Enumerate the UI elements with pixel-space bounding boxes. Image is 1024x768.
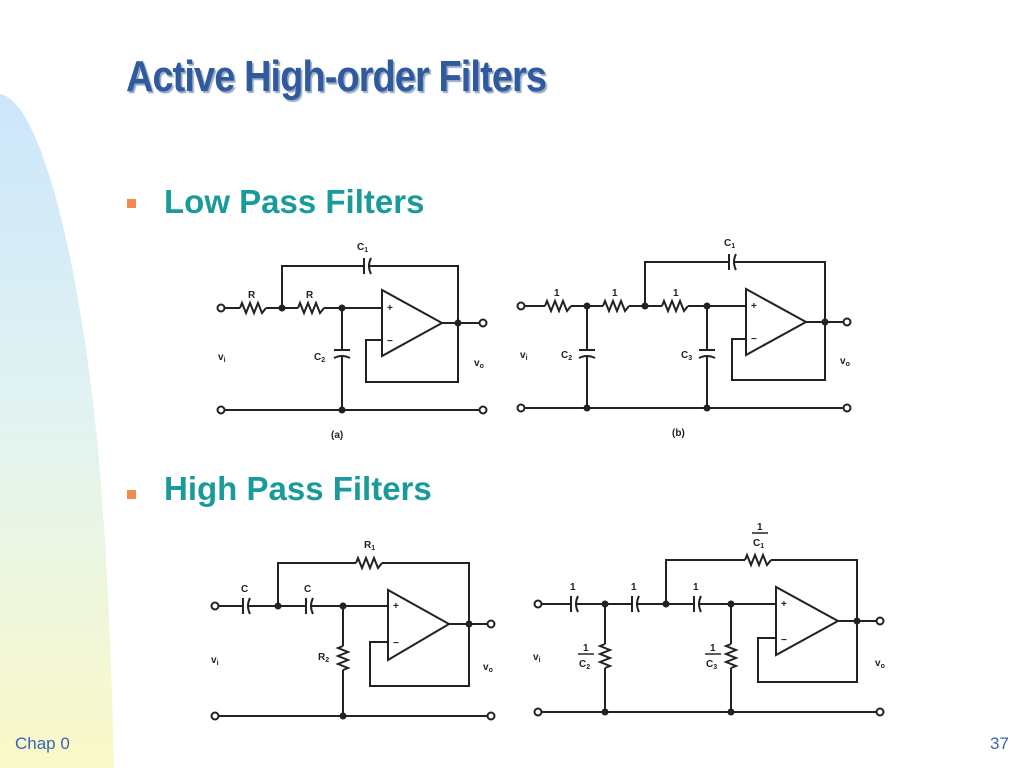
hp-b-plus: +	[781, 599, 787, 610]
lp-b-caption: (b)	[672, 428, 685, 439]
high-pass-circuit-a	[210, 555, 496, 721]
lp-b-label-c1: C1	[724, 238, 735, 250]
lp-a-label-r2: R	[306, 290, 314, 301]
lp-b-label-vout: vo	[840, 356, 850, 368]
lp-a-label-vout: vo	[474, 358, 484, 370]
lp-a-minus: −	[387, 336, 393, 347]
footer-chapter: Chap 0	[15, 734, 70, 753]
hp-b-s3-den: C3	[706, 659, 717, 671]
bullet-marker	[127, 199, 136, 208]
hp-b-label-c-b: 1	[631, 582, 637, 593]
lp-a-plus: +	[387, 303, 393, 314]
lp-b-label-c3: C3	[681, 350, 692, 362]
lp-b-label-r3: 1	[673, 288, 679, 299]
hp-a-label-vout: vo	[483, 662, 493, 674]
lp-b-minus: −	[751, 334, 757, 345]
bullet-low-pass: Low Pass Filters	[164, 183, 425, 220]
hp-b-minus: −	[781, 635, 787, 646]
hp-a-label-r2: R2	[318, 652, 329, 664]
hp-b-s3-num: 1	[710, 643, 716, 654]
lp-b-label-r2: 1	[612, 288, 618, 299]
high-pass-circuit-b	[533, 532, 885, 717]
lp-b-label-r1: 1	[554, 288, 560, 299]
hp-b-fb-num: 1	[757, 522, 763, 533]
bullet-high-pass: High Pass Filters	[164, 470, 432, 507]
hp-b-s2-den: C2	[579, 659, 590, 671]
low-pass-circuit-b	[516, 253, 852, 413]
hp-b-label-vout: vo	[875, 658, 885, 670]
hp-a-label-c-b: C	[304, 584, 311, 595]
lp-b-label-vin: vi	[520, 350, 528, 362]
lp-a-caption: (a)	[331, 430, 343, 441]
hp-b-label-c-a: 1	[570, 582, 576, 593]
low-pass-circuit-a	[216, 257, 488, 415]
lp-a-label-c2: C2	[314, 352, 325, 364]
bullet-marker	[127, 490, 136, 499]
hp-b-s2-num: 1	[583, 643, 589, 654]
hp-a-label-c-a: C	[241, 584, 248, 595]
lp-b-plus: +	[751, 301, 757, 312]
hp-b-label-c-c: 1	[693, 582, 699, 593]
hp-b-label-vin: vi	[533, 652, 541, 664]
lp-a-label-r1: R	[248, 290, 256, 301]
hp-b-fb-den: C1	[753, 538, 764, 550]
hp-a-label-vin: vi	[211, 655, 219, 667]
lp-b-label-c2: C2	[561, 350, 572, 362]
hp-a-plus: +	[393, 601, 399, 612]
footer-page-number: 37	[990, 734, 1009, 753]
hp-a-minus: −	[393, 638, 399, 649]
lp-a-label-c1: C1	[357, 242, 368, 254]
hp-a-label-r1: R1	[364, 540, 375, 552]
slide-title: Active High-order Filters	[126, 52, 547, 101]
lp-a-label-vin: vi	[218, 352, 226, 364]
